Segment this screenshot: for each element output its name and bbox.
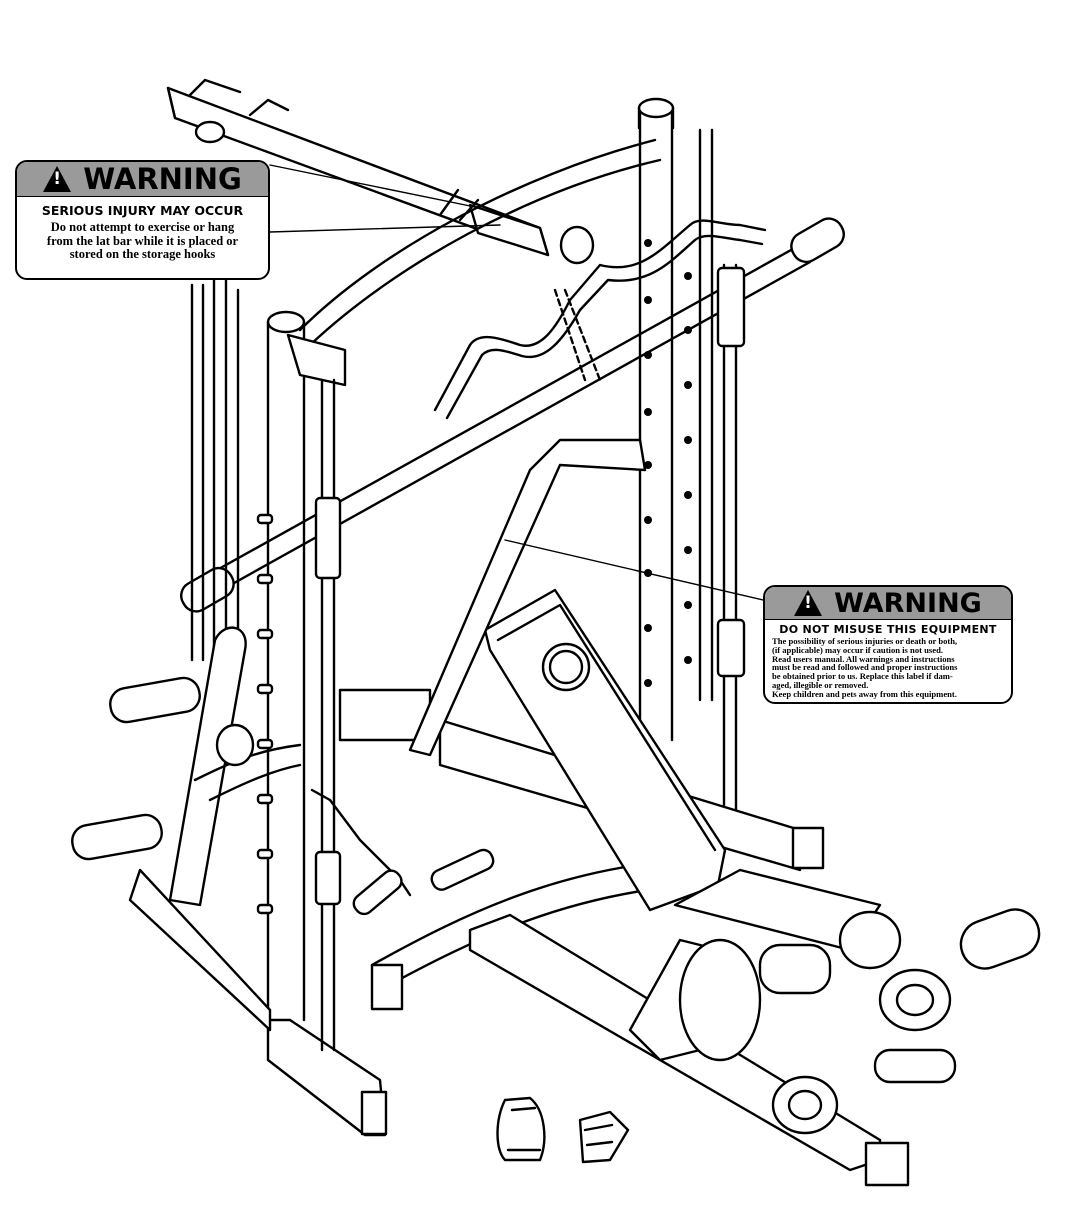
bench-seat [628, 868, 882, 1062]
upper-arch-rails [298, 138, 662, 347]
curl-bar [433, 219, 767, 420]
front-upright-pegs [256, 513, 274, 915]
chain-and-handle [310, 788, 495, 916]
warning-heading: WARNING [834, 587, 982, 619]
warning-body: The possibility of serious injuries or d… [765, 636, 1011, 699]
weight-plate-holder [71, 626, 302, 1032]
warning-line: The possibility of serious injuries or d… [772, 636, 958, 646]
warning-heading: WARNING [83, 162, 242, 196]
warning-label-misuse: WARNING DO NOT MISUSE THIS EQUIPMENT The… [763, 585, 1013, 704]
warning-label-lat-bar: WARNING SERIOUS INJURY MAY OCCUR Do not … [15, 160, 270, 280]
ankle-strap-accessory [578, 1110, 630, 1164]
bench-backrest [408, 438, 727, 912]
warning-subheading: SERIOUS INJURY MAY OCCUR [41, 203, 244, 218]
warning-line: Do not attempt to exercise or hang [50, 220, 235, 234]
lat-pulley-beam [166, 78, 595, 265]
warning-line: aged, illegible or removed. [772, 679, 869, 690]
smith-guide-rods [314, 263, 746, 1052]
warning-subheading: DO NOT MISUSE THIS EQUIPMENT [779, 623, 997, 636]
rear-right-upright [637, 97, 714, 762]
warning-label-header: WARNING [765, 587, 1011, 620]
warning-line: from the lat bar while it is placed or [46, 233, 239, 248]
warning-line: (if applicable) may occur if caution is … [772, 644, 944, 655]
olympic-bar [180, 217, 845, 613]
warning-line: Keep children and pets away from this eq… [772, 688, 957, 699]
warning-triangle-icon [43, 166, 72, 192]
warning-label-header: WARNING [17, 162, 268, 197]
warning-line: be obtained prior to us. Replace this la… [772, 671, 953, 682]
warning-line: stored on the storage hooks [69, 247, 216, 261]
label-leader-lines [269, 164, 764, 601]
warning-line: must be read and followed and proper ins… [772, 662, 958, 673]
front-left-upright [266, 310, 388, 1137]
warning-body: Do not attempt to exercise or hang from … [17, 218, 268, 265]
leg-developer-rollers [758, 908, 1041, 1135]
rear-upright-holes [644, 239, 692, 687]
warning-line: Read users manual. All warnings and inst… [772, 653, 955, 664]
cable-handle-accessory [496, 1096, 546, 1162]
cable-column [190, 278, 240, 692]
warning-triangle-icon [794, 590, 823, 616]
